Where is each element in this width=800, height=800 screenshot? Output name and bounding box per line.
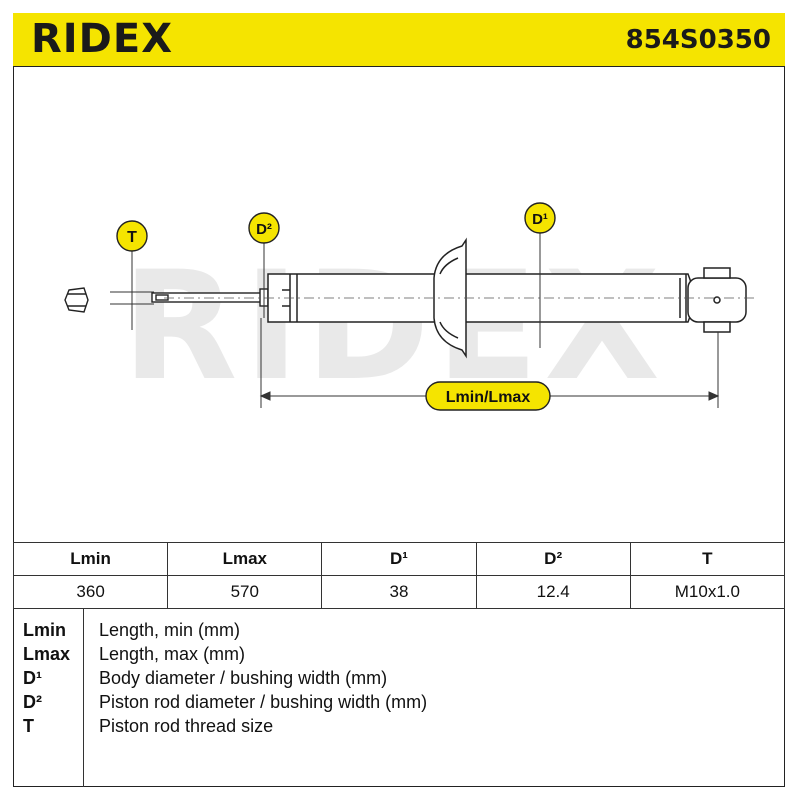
legend-key: Lmax bbox=[23, 644, 71, 664]
legend-item: D¹ Body diameter / bushing width (mm) bbox=[13, 668, 785, 692]
legend-desc: Piston rod diameter / bushing width (mm) bbox=[99, 692, 428, 712]
legend-key: T bbox=[23, 716, 34, 736]
nut-icon bbox=[64, 287, 89, 313]
legend-item: T Piston rod thread size bbox=[13, 716, 785, 740]
eye-bushing-icon bbox=[687, 267, 747, 333]
spec-value: 570 bbox=[167, 575, 323, 609]
spec-header: D² bbox=[475, 542, 631, 576]
label-d2: D² bbox=[248, 212, 280, 244]
legend-key: Lmin bbox=[23, 620, 66, 640]
spec-value: 360 bbox=[12, 575, 169, 609]
label-length: Lmin/Lmax bbox=[425, 381, 551, 411]
spec-header: T bbox=[629, 542, 786, 576]
dimension-t bbox=[110, 250, 154, 330]
shock-absorber-drawing: RIDEX bbox=[64, 202, 754, 414]
svg-text:D¹: D¹ bbox=[532, 211, 548, 228]
legend-desc: Length, max (mm) bbox=[99, 644, 246, 664]
header-bar: RIDEX 854S0350 bbox=[13, 13, 785, 67]
svg-text:T: T bbox=[127, 229, 137, 246]
legend-desc: Length, min (mm) bbox=[99, 620, 241, 640]
svg-text:D²: D² bbox=[256, 221, 272, 238]
label-d1: D¹ bbox=[524, 202, 556, 234]
watermark: RIDEX bbox=[122, 240, 666, 414]
spec-value: M10x1.0 bbox=[629, 575, 786, 609]
legend-divider bbox=[83, 608, 84, 787]
spec-header: D¹ bbox=[321, 542, 477, 576]
spec-table-header-row: Lmin Lmax D¹ D² T bbox=[12, 542, 786, 576]
brand-logo: RIDEX bbox=[31, 16, 174, 62]
spec-value: 38 bbox=[321, 575, 477, 609]
legend-key: D¹ bbox=[23, 668, 42, 688]
legend: Lmin Length, min (mm) Lmax Length, max (… bbox=[13, 608, 785, 787]
legend-item: Lmin Length, min (mm) bbox=[13, 620, 785, 644]
label-t: T bbox=[116, 220, 148, 252]
legend-desc: Body diameter / bushing width (mm) bbox=[99, 668, 388, 688]
spec-header: Lmin bbox=[12, 542, 169, 576]
spec-value: 12.4 bbox=[475, 575, 631, 609]
shock-body bbox=[267, 273, 694, 323]
spec-header: Lmax bbox=[167, 542, 323, 576]
legend-item: Lmax Length, max (mm) bbox=[13, 644, 785, 668]
legend-key: D² bbox=[23, 692, 42, 712]
legend-item: D² Piston rod diameter / bushing width (… bbox=[13, 692, 785, 716]
spec-table-value-row: 360 570 38 12.4 M10x1.0 bbox=[12, 575, 786, 609]
svg-text:Lmin/Lmax: Lmin/Lmax bbox=[446, 389, 531, 406]
part-number: 854S0350 bbox=[625, 25, 771, 55]
spec-table: Lmin Lmax D¹ D² T 360 570 38 12.4 M10x1.… bbox=[12, 542, 786, 609]
legend-desc: Piston rod thread size bbox=[99, 716, 274, 736]
